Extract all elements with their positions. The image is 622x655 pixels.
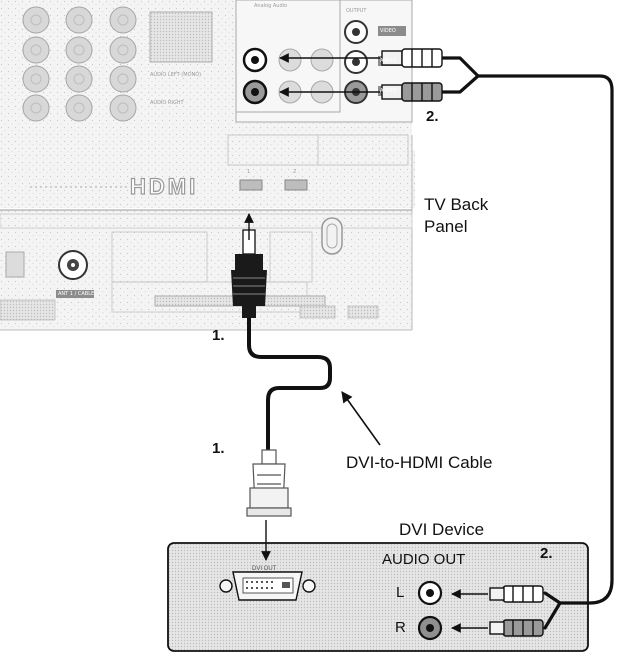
step-1-dvi-end: 1. [212,440,225,457]
tv-jack-grid [22,6,137,122]
ant-cable-label: ANT 1 / CABLE [58,291,95,297]
dvi-out-port [219,571,316,601]
jack-label-audio-2: AUDIO [380,88,397,94]
tv-back-label-line1: TV Back [424,195,489,214]
hdmi-port-number-1: 1 [247,169,251,175]
jack-label-video: VIDEO [380,28,396,34]
audio-right-label: AUDIO RIGHT [150,100,184,106]
connection-arrows [244,53,488,633]
tv-rca-plugs [381,48,443,102]
device-rca-plugs [489,585,544,637]
audio-right-letter: R [395,619,406,636]
step-2-device-audio: 2. [540,545,553,562]
jack-label-audio-1: AUDIO [380,58,397,64]
dvi-plug [246,449,292,517]
cable-label: DVI-to-HDMI Cable [346,453,493,472]
hdmi-port-number-2: 2 [293,169,297,175]
output-label: OUTPUT [346,8,367,14]
tv-audio-in-jacks [242,47,268,105]
tv-back-label-line2: Panel [424,217,468,236]
hdmi-port-2 [284,179,308,191]
audio-cable [438,56,614,630]
audio-left-letter: L [396,584,405,601]
dvi-hdmi-cable [231,229,332,517]
audio-out-right-jack [417,615,443,641]
hdmi-plug [231,229,267,318]
tv-back-label: TV Back Panel [424,194,488,238]
hdmi-logo: HDMI [130,174,198,199]
tv-output-jacks [344,20,368,104]
audio-out-left-jack [417,580,443,606]
step-2-tv-audio: 2. [426,108,439,125]
hdmi-port-1 [239,179,263,191]
step-1-hdmi-end: 1. [212,327,225,344]
ant-cable-jack [58,250,88,280]
audio-out-label: AUDIO OUT [382,551,466,568]
dvi-out-label: DVI OUT [252,566,277,572]
audio-left-label: AUDIO LEFT (MONO) [150,72,202,78]
dvi-device-title: DVI Device [399,520,485,539]
tv-back-panel: HDMI [0,0,415,331]
analog-audio-label: Analog Audio [254,3,288,9]
dvi-device-box [167,542,589,652]
